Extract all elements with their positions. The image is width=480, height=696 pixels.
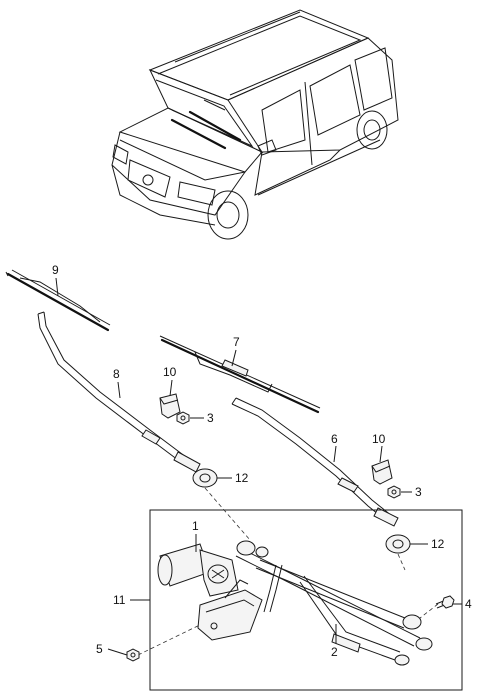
callout-12-right: 12 [431, 537, 445, 551]
callout-2: 2 [331, 645, 338, 659]
wiper-linkage [235, 540, 433, 666]
callout-8: 8 [113, 367, 120, 381]
callout-5: 5 [96, 642, 103, 656]
callout-1: 1 [192, 519, 199, 533]
callout-11: 11 [113, 593, 126, 607]
cap-right [371, 459, 393, 485]
motor-bracket [197, 579, 263, 641]
bolt [435, 595, 455, 609]
callout-7: 7 [233, 335, 240, 349]
callout-4: 4 [465, 597, 472, 611]
wiper-motor [157, 543, 239, 597]
callout-labels: 9 8 7 10 3 12 6 10 3 12 1 11 4 2 5 [52, 263, 472, 659]
callout-3-right: 3 [415, 485, 422, 499]
assembly-frame [149, 509, 463, 691]
cap-left [159, 393, 181, 419]
wiper-blade-right [159, 335, 321, 414]
callout-12-left: 12 [235, 471, 249, 485]
callout-9: 9 [52, 263, 59, 277]
callout-10-left: 10 [163, 365, 177, 379]
seal-left [192, 468, 218, 488]
callout-6: 6 [331, 432, 338, 446]
vehicle-illustration [111, 9, 399, 240]
nut-right [387, 485, 401, 499]
wiper-blade-left [5, 269, 111, 332]
wiper-arm-left [37, 311, 201, 473]
nut-left [176, 411, 190, 425]
nut-bottom [126, 648, 140, 662]
wiper-arm-right [231, 397, 399, 527]
callout-3-left: 3 [207, 411, 214, 425]
seal-right [385, 534, 411, 554]
leader-lines [55, 277, 462, 656]
callout-10-right: 10 [372, 432, 386, 446]
